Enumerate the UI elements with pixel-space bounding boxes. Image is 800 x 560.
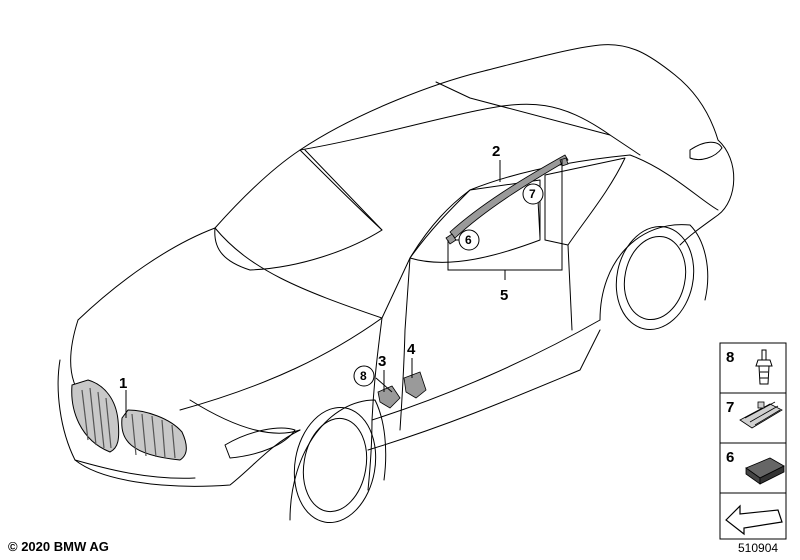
reference-number: 510904 <box>738 541 779 555</box>
circled-callout-7: 7 <box>529 187 536 201</box>
circled-callouts: 6 7 8 <box>353 183 544 387</box>
kidney-grille <box>71 379 187 461</box>
callout-3: 3 <box>378 353 386 370</box>
plain-callouts: 1 2 3 4 5 <box>119 143 508 392</box>
legend-label-7: 7 <box>726 399 734 416</box>
circled-callout-8: 8 <box>360 369 367 383</box>
clip-icon <box>739 401 783 429</box>
callout-4: 4 <box>407 341 416 358</box>
pad-icon <box>745 457 785 485</box>
legend-panel: 8 7 6 <box>719 342 787 540</box>
rivet-icon <box>755 349 773 385</box>
arrow-icon <box>725 504 783 536</box>
callout-2: 2 <box>492 143 500 160</box>
roof-trim-strip <box>449 154 569 239</box>
legend-label-6: 6 <box>726 449 734 466</box>
callout-5: 5 <box>500 287 508 304</box>
car-outline <box>57 44 735 524</box>
legend-label-8: 8 <box>726 349 734 366</box>
circled-callout-6: 6 <box>465 233 472 247</box>
callout-1: 1 <box>119 375 127 392</box>
copyright-text: © 2020 BMW AG <box>8 539 109 554</box>
